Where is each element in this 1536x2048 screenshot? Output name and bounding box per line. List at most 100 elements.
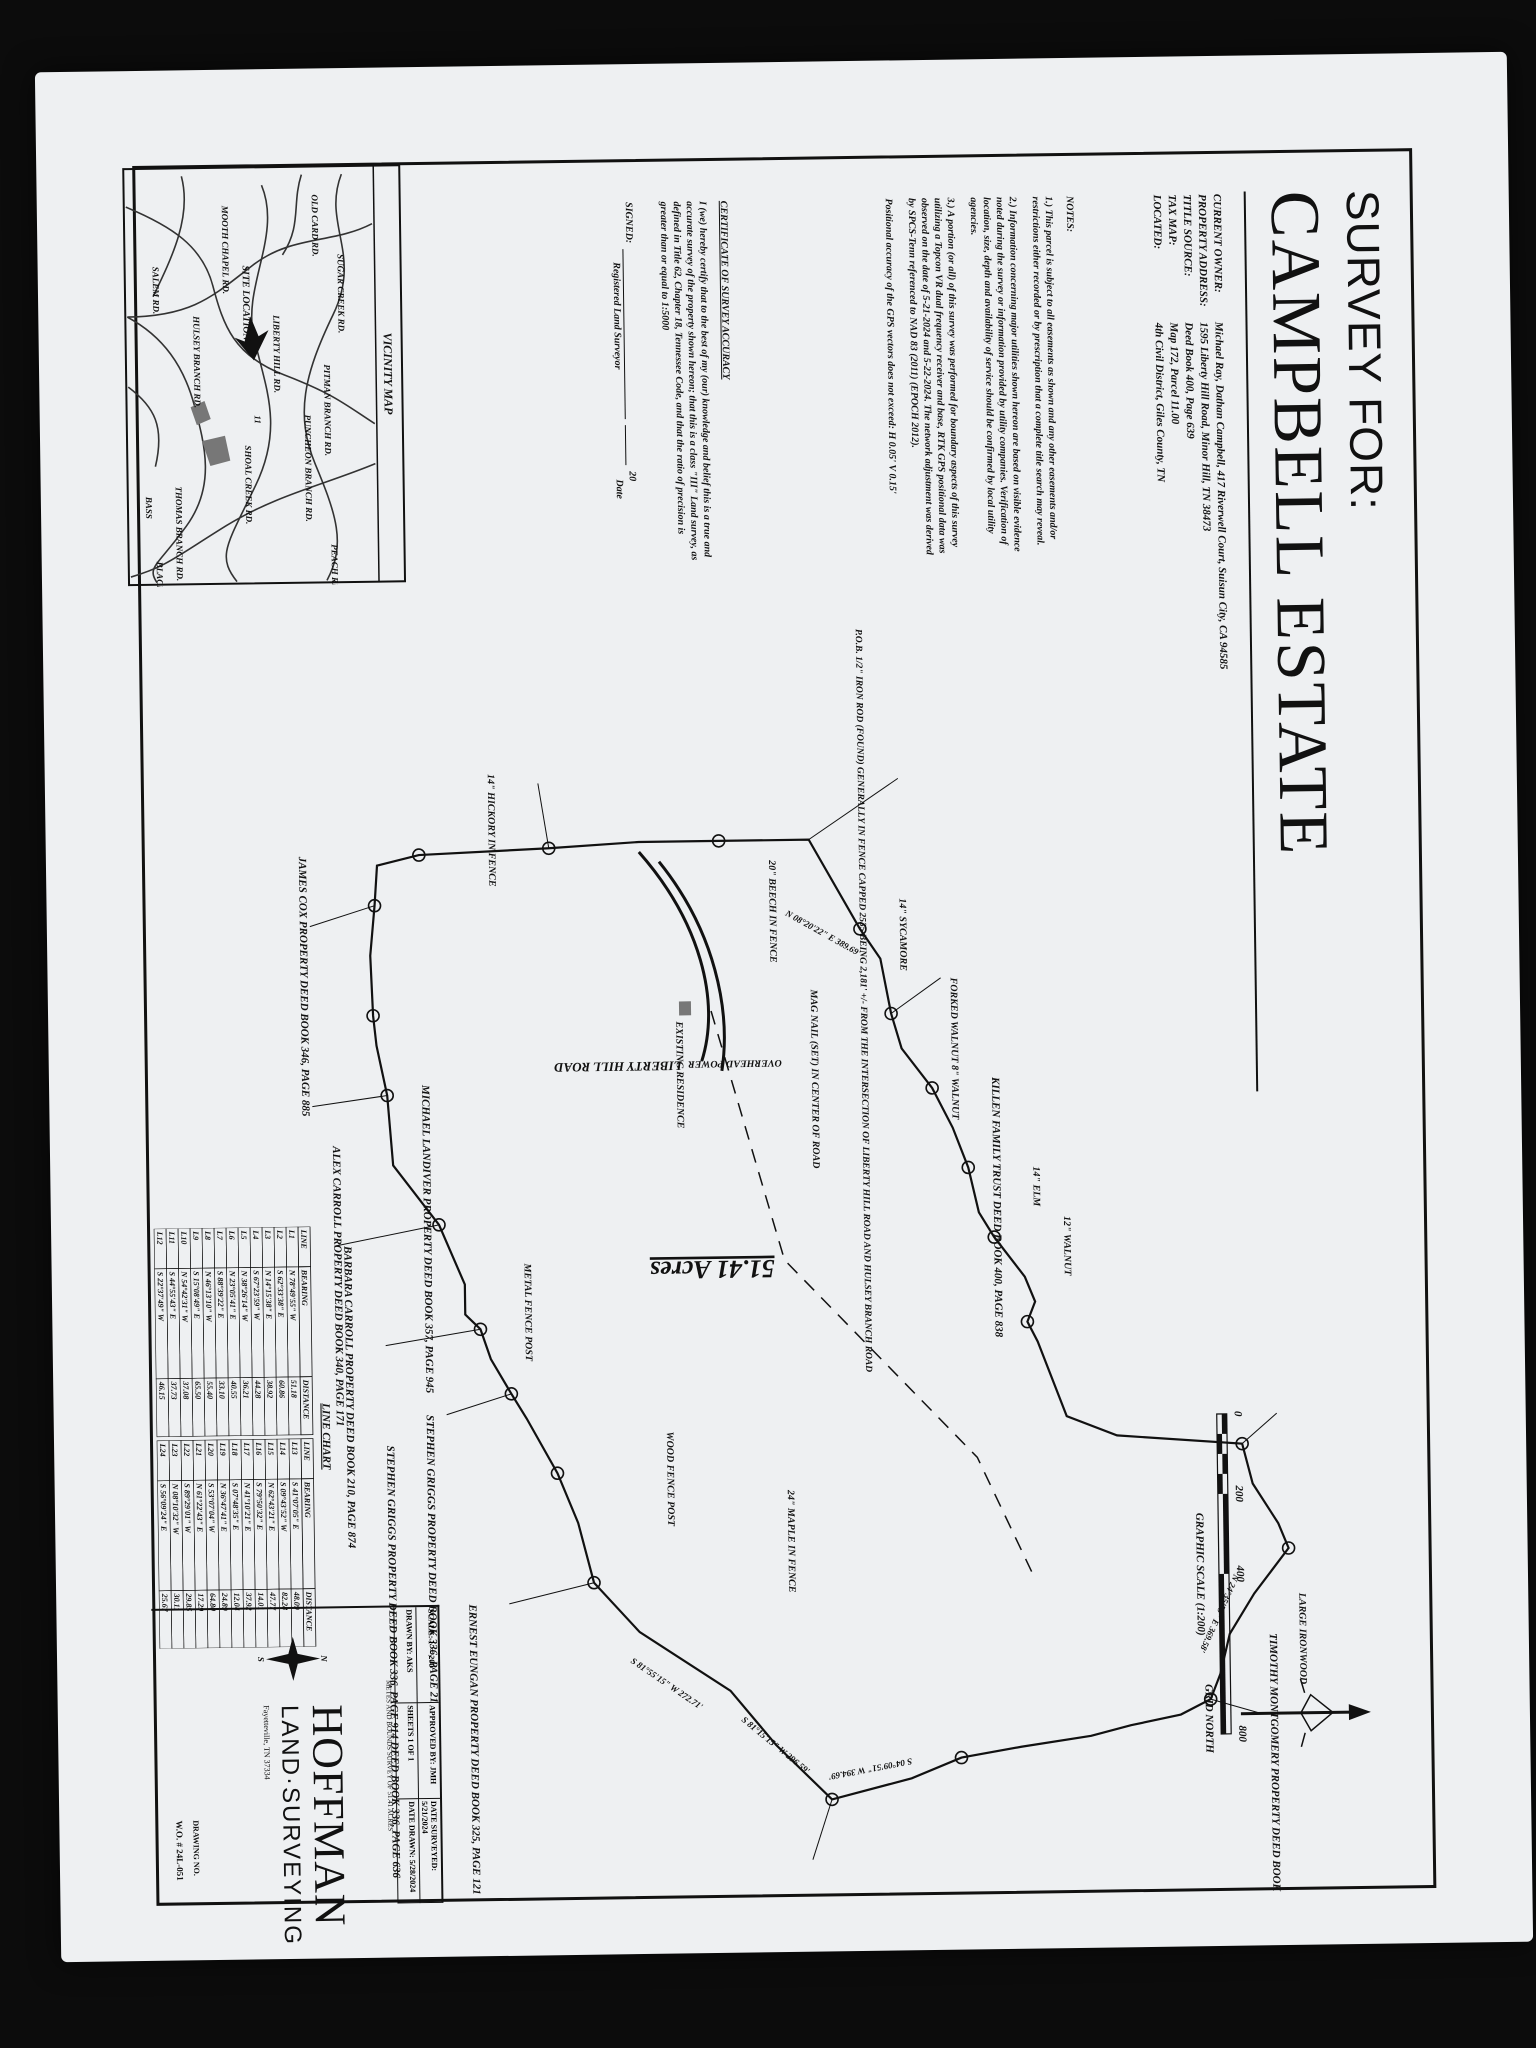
- tb-sheet: SHEETS 1 OF 1: [394, 1703, 419, 1800]
- line-chart-cell: 36.21: [241, 1379, 250, 1398]
- line-chart-cell: 82.28: [280, 1592, 289, 1610]
- line-chart-cell: 47.77: [268, 1591, 277, 1611]
- tb-approved: APPROVED BY: JMH: [416, 1702, 441, 1800]
- line-chart-cell: S 88°39'22" E: [216, 1271, 226, 1319]
- line-chart-cell: 29.85: [184, 1592, 193, 1611]
- line-chart-header: LINE: [299, 1229, 308, 1249]
- vicinity-site-label: SITE LOCATION: [240, 265, 252, 341]
- line-chart-cell: 14.01: [256, 1592, 265, 1610]
- ironwood-label: LARGE IRONWOOD: [1296, 1592, 1308, 1685]
- barbara-label: BARBARA CARROLL PROPERTY DEED BOOK 210, …: [341, 1245, 357, 1549]
- line-chart-cell: L15: [266, 1441, 275, 1455]
- line-chart-cell: L6: [227, 1230, 236, 1240]
- james-label: JAMES COX PROPERTY DEED BOOK 346, PAGE 8…: [296, 856, 312, 1117]
- line-chart-cell: 37.92: [244, 1591, 253, 1610]
- line-chart-cell: 65.50: [193, 1381, 202, 1399]
- vicinity-shading: [190, 401, 231, 466]
- graphic-scale: 0 200 400 800 GRAPHIC SCALE (1:200): [1193, 1411, 1248, 1743]
- line-chart-cell: 40.55: [229, 1380, 238, 1399]
- vicinity-road-label: HULSEY BRANCH RD.: [191, 315, 202, 408]
- company-address: Fayetteville, TN 37334: [261, 1705, 272, 1780]
- alex-label: ALEX CARROLL PROPERTY DEED BOOK 340, PAG…: [330, 1145, 346, 1426]
- north-arrow: GRID NORTH: [1202, 1678, 1371, 1753]
- line-chart-cell: S 44°55'43" E: [168, 1272, 178, 1320]
- michael-label: MICHAEL LANDIVER PROPERTY DEED BOOK 357,…: [419, 1084, 435, 1394]
- bearing-label: S 04°09'51" W 394.69': [827, 1756, 913, 1782]
- line-chart-cell: 24.89: [220, 1592, 229, 1611]
- beech-label: 20" BEECH IN FENCE: [766, 859, 778, 963]
- vicinity-road-label: BLACK: [155, 561, 165, 588]
- line-chart-cell: L21: [194, 1442, 203, 1456]
- bearing-label: S 81°15'15" W 296.59': [740, 1714, 812, 1776]
- survey-plat: 51.41 Acres LIBERTY HILL ROAD OVERHEAD P…: [296, 629, 1371, 1909]
- line-chart-cell-border: [155, 1378, 170, 1438]
- grid-north-label: GRID NORTH: [1202, 1684, 1215, 1753]
- line-chart-cell: N 36°47'41" E: [219, 1482, 229, 1532]
- line-chart-cell: S 07°48'35" E: [231, 1483, 241, 1531]
- tb-drawn-by: DRAWN BY: AKS: [393, 1607, 417, 1704]
- overhead-power-line: [710, 1010, 1035, 1577]
- line-chart-cell: 60.86: [277, 1380, 286, 1398]
- line-chart-cell: S 22°37'49" W: [156, 1272, 166, 1322]
- line-chart-cell: 37.08: [181, 1380, 190, 1399]
- line-chart-header: LINE: [302, 1441, 311, 1461]
- line-chart-cell: L17: [242, 1441, 251, 1456]
- scale-tick: 200: [1233, 1484, 1245, 1502]
- line-chart-cell: L2: [275, 1229, 284, 1239]
- line-chart-cell: N 78°49'55" W: [288, 1269, 298, 1322]
- work-order: W.O. # 24L-051: [174, 1820, 186, 1881]
- tb-date-surveyed: DATE SURVEYED: 5/21/2024: [418, 1798, 442, 1904]
- line-chart-cell: L12: [155, 1231, 164, 1245]
- line-chart-cell: 64.80: [208, 1593, 217, 1611]
- compass-rose-icon: N S: [258, 1636, 328, 1681]
- elm-label: 14" ELM: [1030, 1166, 1042, 1207]
- line-chart-cell: N 38°26'14" W: [240, 1270, 250, 1323]
- line-chart-cell: 25.67: [160, 1593, 169, 1613]
- line-chart-cell: S 56°09'24" E: [159, 1484, 169, 1532]
- line-chart-cell: N 14°15'38" E: [264, 1269, 274, 1319]
- line-chart-cell: L18: [230, 1442, 239, 1456]
- bearing-label: S 81°55'15" W 272.71': [629, 1656, 705, 1712]
- line-chart-cell: L13: [290, 1441, 299, 1455]
- ernest-label: ERNEST EUNGAN PROPERTY DEED BOOK 325, PA…: [466, 1603, 482, 1894]
- line-chart-cell: N 54°42'31" W: [180, 1270, 190, 1323]
- sycamore-label: 14" SYCAMORE: [896, 898, 908, 971]
- line-chart-cell: L8: [203, 1230, 212, 1240]
- line-chart-cell: N 62°43'21" E: [267, 1481, 277, 1531]
- line-chart-cell: 46.15: [157, 1381, 166, 1400]
- line-chart-cell: 37.73: [169, 1380, 178, 1399]
- line-chart-cell: N 08°10'32" W: [171, 1482, 181, 1535]
- company-name: HOFFMAN: [302, 1704, 355, 1927]
- boundary-path: [369, 838, 1290, 1801]
- vicinity-road-label: MOOTH CHAPEL RD.: [220, 205, 231, 295]
- line-chart-cell: L14: [278, 1441, 287, 1455]
- pob-label: P.O.B. 1/2" IRON ROD (FOUND) GENERALLY I…: [853, 629, 874, 1372]
- title-block: SCALE: 1"= 200' APPROVED BY: JMH DATE SU…: [151, 1604, 444, 1946]
- metal-post-label: METAL FENCE POST: [522, 1263, 534, 1362]
- line-chart-cell: L1: [287, 1229, 296, 1239]
- scale-caption: GRAPHIC SCALE (1:200): [1193, 1513, 1207, 1636]
- line-chart-cell: S 62°33'38" E: [276, 1270, 286, 1318]
- scale-checks: [1217, 1413, 1229, 1734]
- line-chart-cell: L24: [158, 1443, 167, 1457]
- line-chart-header: BEARING: [300, 1269, 310, 1306]
- line-chart-cell: S 79°50'32" E: [255, 1482, 265, 1530]
- vicinity-road-label: SALEM RD.: [151, 267, 162, 315]
- line-chart-cell: N 23°05'41" E: [228, 1270, 238, 1320]
- scale-tick: 0: [1232, 1411, 1244, 1417]
- vicinity-road-label: SUGAR CREEK RD.: [335, 254, 346, 333]
- vicinity-title: VICINITY MAP: [381, 332, 396, 415]
- line-chart-cell: 55.40: [205, 1381, 214, 1399]
- line-chart-header: DISTANCE: [304, 1591, 314, 1632]
- scale-tick: 800: [1236, 1725, 1248, 1742]
- plat-drawing-border: SURVEY FOR: CAMPBELL ESTATE CURRENT OWNE…: [122, 148, 1437, 1946]
- line-chart-cell: L22: [182, 1442, 191, 1456]
- line-chart-cell: S 15°08'49" E: [192, 1271, 202, 1319]
- residence-label: EXISTING RESIDENCE: [673, 1020, 686, 1128]
- vicinity-road-label: PEACH RD.: [329, 544, 340, 587]
- walnut12-label: 12" WALNUT: [1061, 1216, 1073, 1276]
- vicinity-road-label: LIBERTY HILL RD.: [271, 314, 282, 393]
- vicinity-map: VICINITY MAP SITE LOCATION PEACH RD. PUN…: [122, 164, 407, 588]
